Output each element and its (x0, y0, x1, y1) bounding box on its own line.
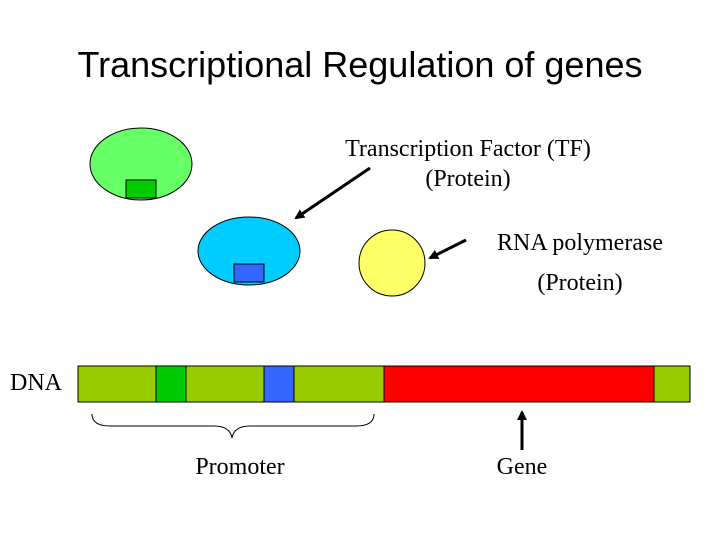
promoter-label: Promoter (195, 454, 285, 480)
tf-blue-protein (197, 216, 301, 286)
tf-blue-binding-site (233, 263, 265, 283)
slide-title: Transcriptional Regulation of genes (77, 44, 643, 85)
rnap-label-line2: (Protein) (537, 270, 623, 296)
gene-region (383, 365, 655, 403)
tf-green-protein (89, 127, 193, 201)
promoter-brace (91, 413, 375, 439)
dna-blue-binding-site (263, 365, 295, 403)
rna-polymerase-protein (358, 229, 426, 297)
tf-label-line2: (Protein) (425, 166, 511, 192)
rnap-pointer-arrow (428, 238, 467, 260)
dna-green-binding-site (155, 365, 187, 403)
rnap-label-line1: RNA polymerase (497, 230, 663, 256)
tf-pointer-arrow (294, 166, 371, 220)
tf-green-binding-site (125, 179, 157, 199)
gene-label: Gene (496, 454, 548, 480)
dna-label: DNA (10, 370, 62, 396)
tf-label-line1: Transcription Factor (TF) (345, 136, 591, 162)
